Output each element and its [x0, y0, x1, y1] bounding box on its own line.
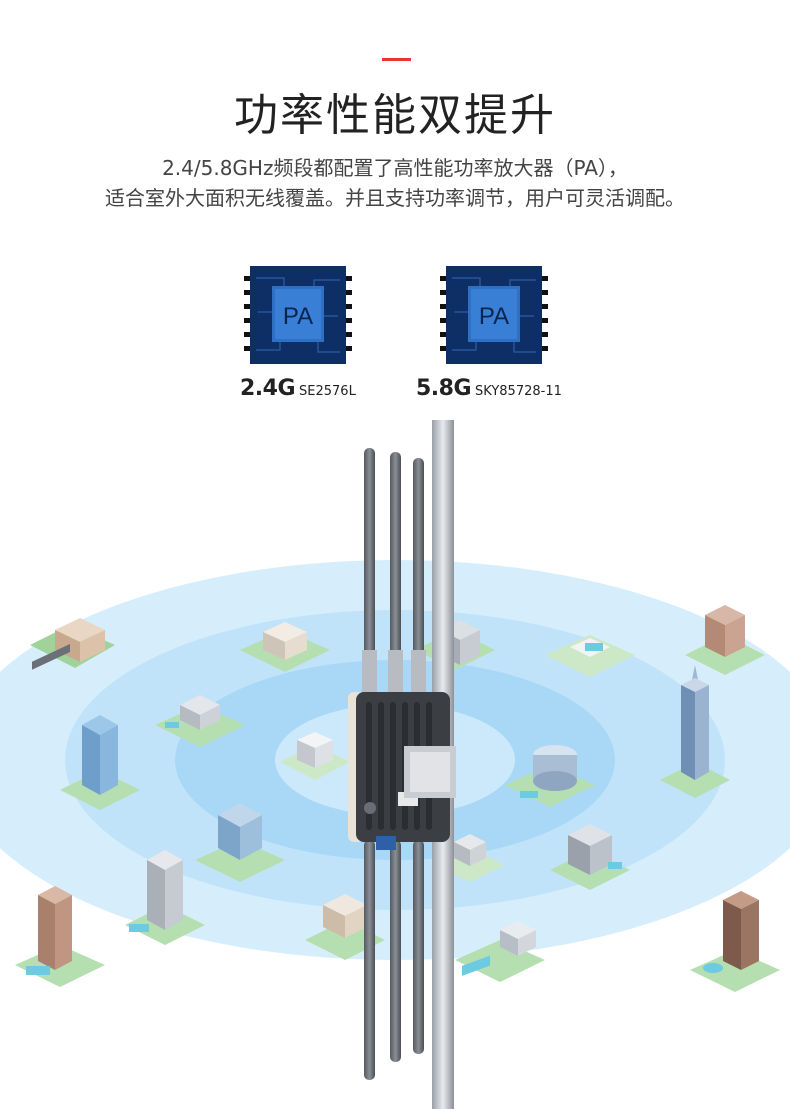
building-icon — [60, 715, 140, 810]
description-line-1: 2.4/5.8GHz频段都配置了高性能功率放大器（PA）， — [162, 156, 628, 180]
chip-model: SE2576L — [299, 384, 356, 399]
building-icon — [15, 886, 105, 987]
antennas — [362, 448, 426, 1080]
building-icon — [685, 605, 765, 675]
outdoor-access-point-device — [348, 692, 456, 850]
building-icon — [280, 732, 350, 780]
page-title: 功率性能双提升 — [234, 90, 556, 141]
building-icon — [690, 891, 780, 992]
chip-band: 5.8G — [416, 376, 472, 401]
building-icon — [30, 618, 115, 670]
building-icon — [240, 622, 330, 672]
building-icon — [660, 665, 730, 798]
building-icon — [505, 745, 595, 807]
chip-model: SKY85728-11 — [475, 384, 562, 399]
chip-text: PA — [479, 303, 509, 330]
building-icon — [545, 635, 635, 677]
building-icon — [155, 695, 245, 747]
building-icon — [195, 803, 285, 882]
page-description: 2.4/5.8GHz频段都配置了高性能功率放大器（PA）， 适合室外大面积无线覆… — [0, 153, 790, 213]
chip-band: 2.4G — [240, 376, 296, 401]
title-accent-bar — [382, 58, 411, 61]
description-line-2: 适合室外大面积无线覆盖。并且支持功率调节，用户可灵活调配。 — [105, 186, 685, 210]
pa-chip-2-4g-icon: PA — [244, 266, 352, 364]
coverage-scene-illustration — [0, 420, 790, 1109]
building-icon — [455, 921, 545, 982]
building-icon — [550, 824, 630, 890]
pa-chip-5-8g-icon: PA — [440, 266, 548, 364]
chip-text: PA — [283, 303, 313, 330]
building-icon — [125, 850, 205, 945]
